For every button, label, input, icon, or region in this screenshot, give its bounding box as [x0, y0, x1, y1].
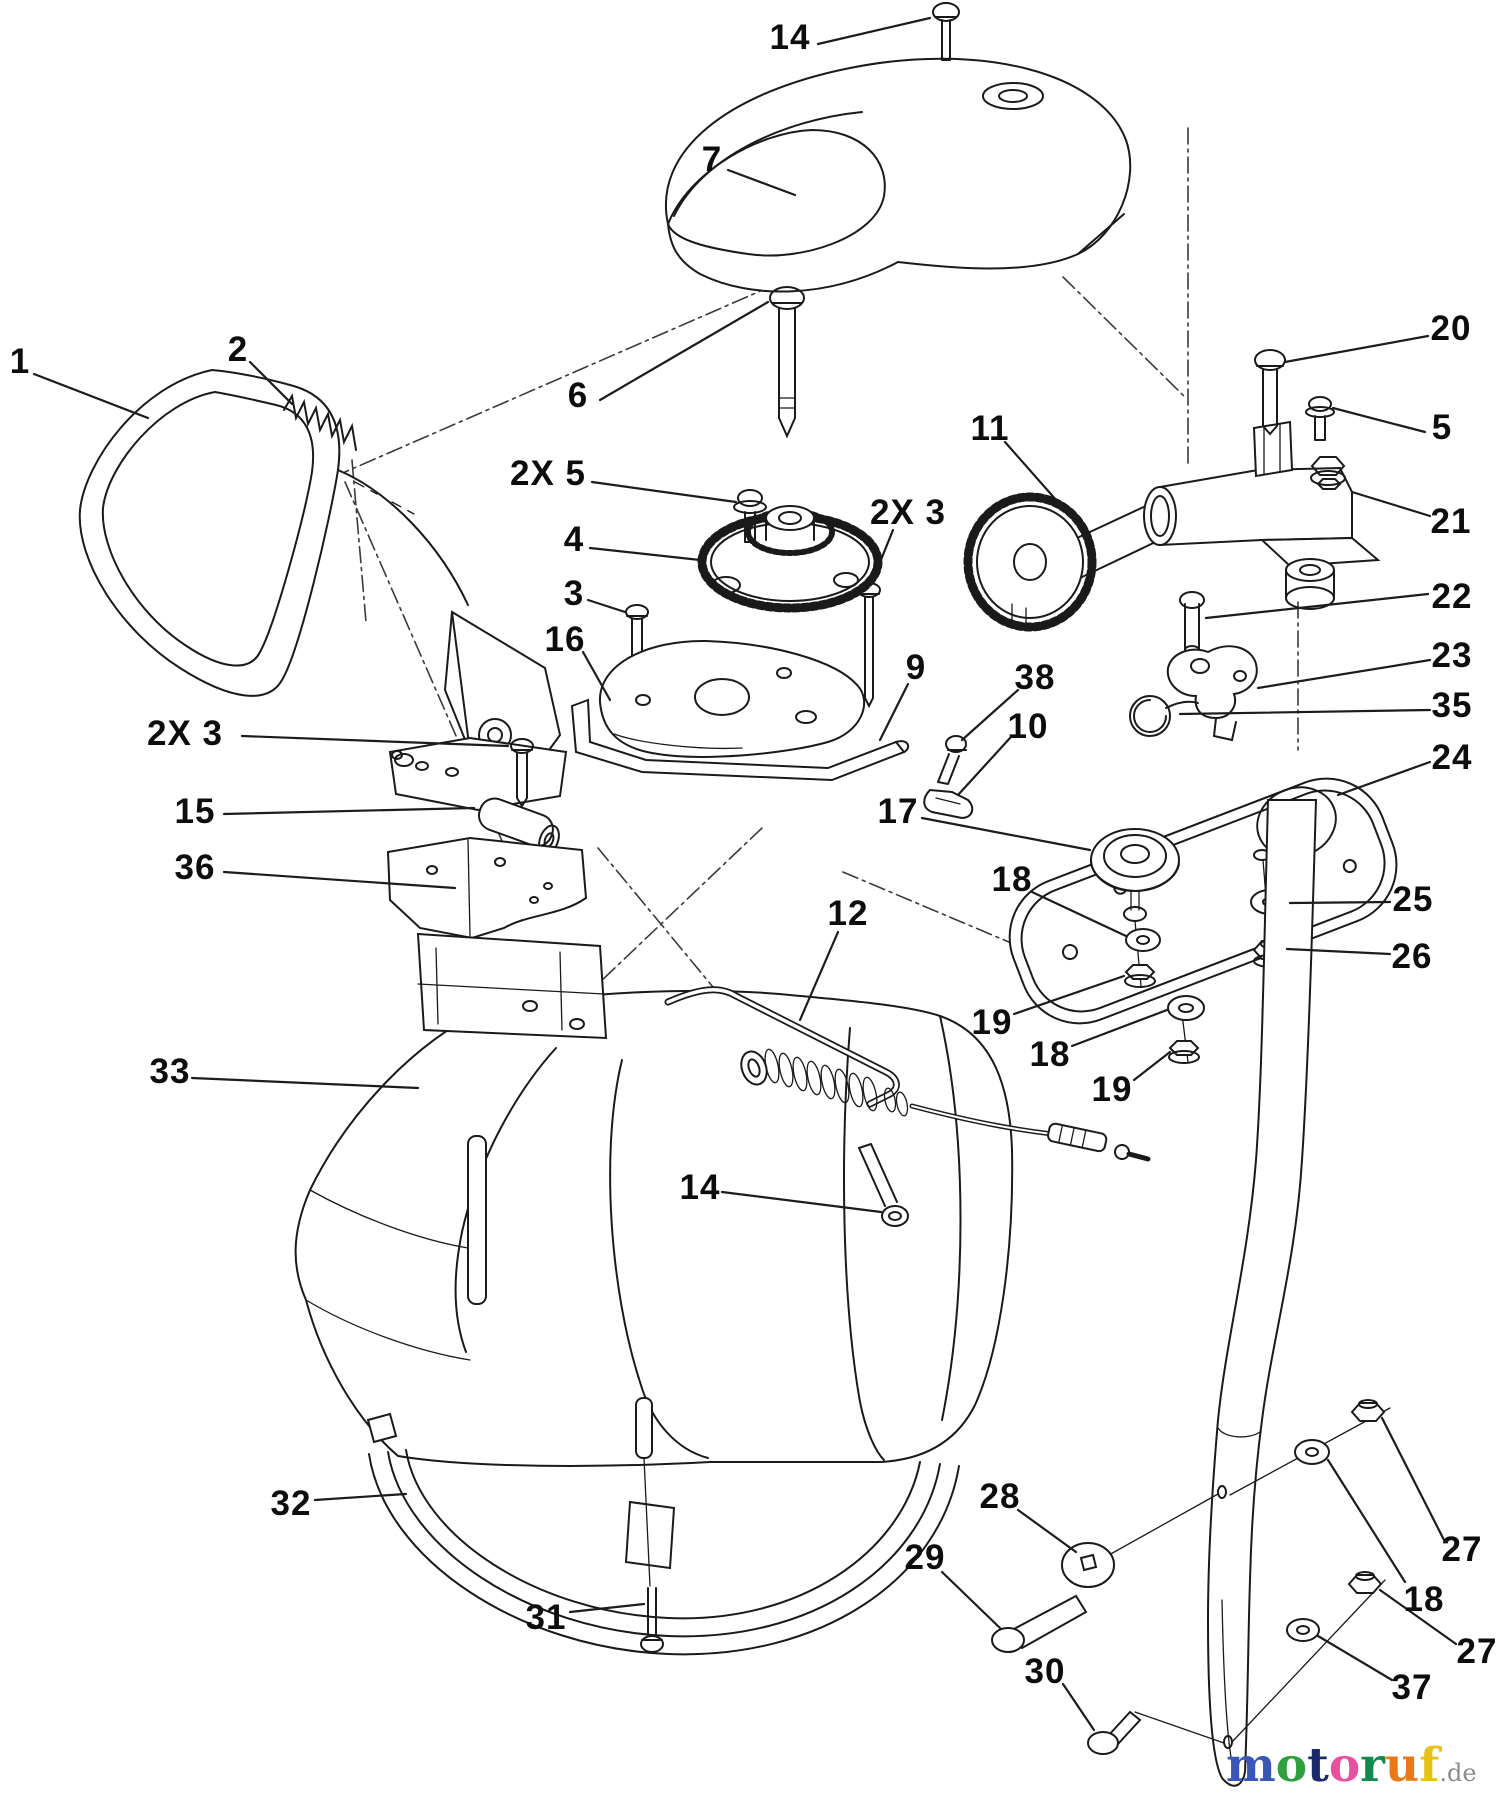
part-31-bolt — [640, 1587, 664, 1653]
part-crank-shaft — [1099, 799, 1391, 1787]
callout-27-b: 27 — [1456, 1632, 1498, 1671]
part-3-bolt-left — [510, 738, 534, 808]
part-18-washer-c — [1294, 1439, 1330, 1465]
callout-37: 37 — [1391, 1668, 1433, 1707]
callout-31: 31 — [525, 1598, 567, 1637]
callout-6: 6 — [567, 376, 589, 415]
part-16-pivot-plate — [598, 639, 866, 758]
callout-2x3-left: 2X 3 — [147, 714, 223, 753]
callout-18-b: 18 — [1029, 1035, 1071, 1074]
callout-4: 4 — [563, 520, 585, 559]
callout-24: 24 — [1431, 738, 1473, 777]
part-27-nut-a — [1350, 1399, 1386, 1422]
watermark-letter: m — [1226, 1738, 1276, 1793]
callout-36: 36 — [174, 848, 216, 887]
callout-29: 29 — [904, 1538, 946, 1577]
callout-23: 23 — [1431, 636, 1473, 675]
part-28-washer — [1061, 1542, 1115, 1588]
callout-30: 30 — [1024, 1652, 1066, 1691]
callout-14-bottom: 14 — [679, 1168, 721, 1207]
part-18-washer-b — [1167, 995, 1205, 1063]
part-32-chute-ring — [366, 1397, 960, 1656]
part-3-bolt-right — [857, 582, 881, 709]
callout-19-b: 19 — [1091, 1070, 1133, 1109]
part-4-gear — [697, 505, 883, 613]
leader-lines — [32, 16, 1458, 1732]
part-29-pin — [991, 1594, 1088, 1653]
watermark-letter: f — [1419, 1738, 1440, 1793]
part-6-bolt — [769, 286, 805, 439]
part-19-nut-a — [1124, 964, 1156, 988]
callout-15: 15 — [174, 792, 216, 831]
part-15-roller-group — [388, 736, 568, 856]
callout-12: 12 — [827, 894, 869, 933]
motoruf-watermark: motoruf.de — [1226, 1742, 1477, 1789]
watermark-letter: o — [1328, 1738, 1361, 1793]
part-27-nut-b — [1347, 1571, 1383, 1594]
callout-38: 38 — [1014, 658, 1056, 697]
callout-33: 33 — [149, 1052, 191, 1091]
part-10-clip — [923, 788, 974, 820]
callout-35: 35 — [1431, 686, 1473, 725]
watermark-letter: r — [1360, 1738, 1385, 1793]
callout-1: 1 — [9, 342, 31, 381]
callout-9: 9 — [905, 648, 927, 687]
part-2-spring — [283, 393, 357, 451]
callout-2x5: 2X 5 — [510, 454, 586, 493]
callout-14-top: 14 — [769, 18, 811, 57]
part-37-washer — [1286, 1618, 1320, 1642]
callout-18-c: 18 — [1403, 1580, 1445, 1619]
part-14-screw-top — [932, 2, 960, 61]
callout-5-right: 5 — [1431, 408, 1453, 447]
callout-27-a: 27 — [1441, 1530, 1483, 1569]
callout-2: 2 — [227, 330, 249, 369]
watermark-letter: t — [1307, 1738, 1329, 1793]
callout-2x3-mid: 2X 3 — [870, 493, 946, 532]
watermark-letter: u — [1384, 1738, 1420, 1793]
part-35-torsion-spring — [1129, 695, 1199, 737]
part-17-bushing-cup — [1090, 828, 1180, 987]
callout-16: 16 — [544, 620, 586, 659]
callout-17: 17 — [877, 792, 919, 831]
callout-21: 21 — [1430, 502, 1472, 541]
part-38-screw — [937, 735, 967, 785]
callout-20: 20 — [1430, 309, 1472, 348]
callout-25: 25 — [1392, 880, 1434, 919]
watermark-letter: o — [1275, 1738, 1308, 1793]
callout-26: 26 — [1391, 937, 1433, 976]
callout-11: 11 — [970, 409, 1010, 448]
callout-19-a: 19 — [971, 1003, 1013, 1042]
callout-32: 32 — [270, 1484, 312, 1523]
part-33-chute — [294, 989, 1014, 1467]
part-30-bolt — [1087, 1710, 1142, 1755]
part-19-nut-b — [1168, 1040, 1200, 1064]
part-9-bracket-strap — [570, 698, 910, 782]
callout-10: 10 — [1007, 707, 1049, 746]
callout-7: 7 — [701, 140, 723, 179]
part-7-cover — [665, 57, 1132, 293]
callout-22: 22 — [1431, 577, 1473, 616]
callout-28: 28 — [979, 1477, 1021, 1516]
part-23-cam-lever — [1166, 645, 1258, 742]
part-36-cover — [386, 836, 608, 1040]
part-22-pin — [1179, 591, 1205, 655]
part-18-washer-a — [1125, 928, 1161, 952]
part-14-screw-bottom — [858, 1143, 909, 1227]
callout-18-a: 18 — [991, 860, 1033, 899]
part-5-flange-bolt-right — [1305, 396, 1335, 441]
watermark-tld: .de — [1439, 1759, 1477, 1787]
part-21-housing — [1143, 420, 1381, 610]
part-20-bolt — [1254, 349, 1286, 436]
callout-3: 3 — [563, 574, 585, 613]
part-12-cable-rod — [664, 986, 1151, 1162]
